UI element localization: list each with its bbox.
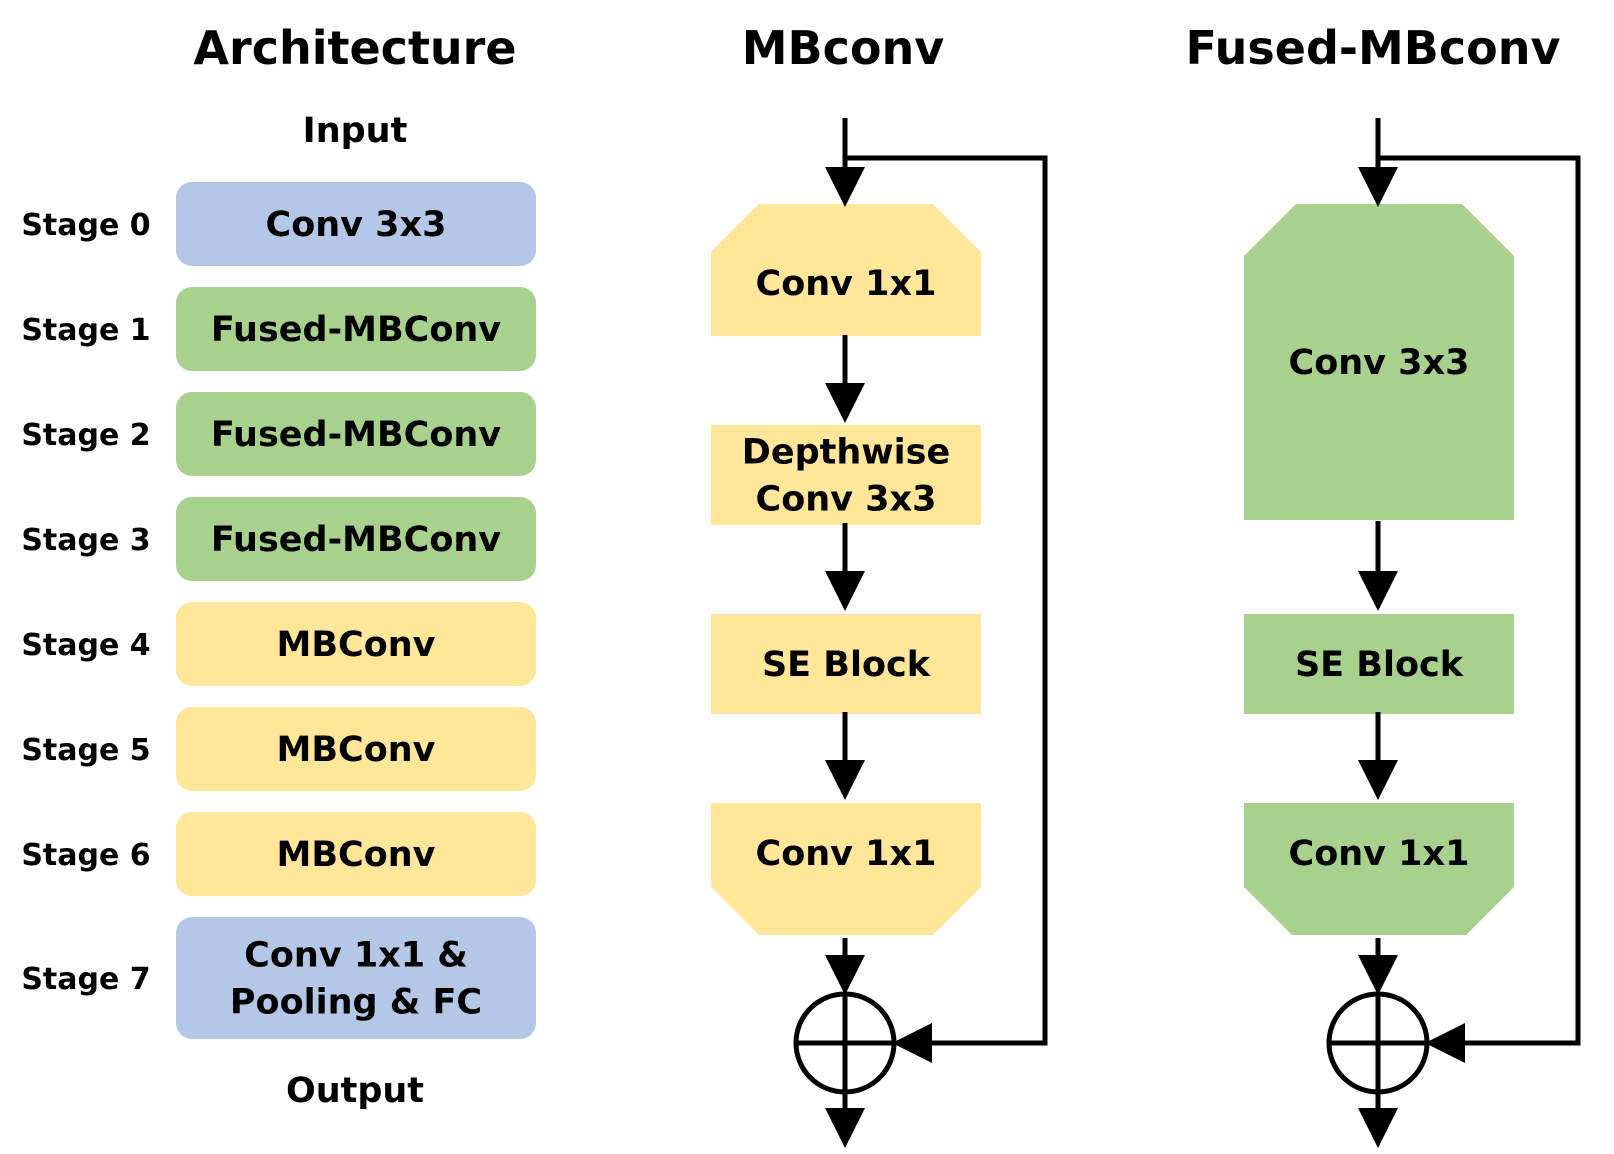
mbconv-connectors [793, 118, 1048, 1148]
stage-label: Stage 1 [21, 313, 150, 348]
fused-mbconv-block-text: SE Block [1295, 645, 1464, 685]
stage-block-text: MBConv [277, 835, 436, 875]
fused-mbconv-block-shape [1244, 614, 1514, 714]
stage-block-text: Conv 1x1 & [244, 936, 468, 976]
mbconv-block-shape [711, 803, 981, 935]
stage-row: Stage 1 Fused-MBConv [21, 287, 536, 371]
mbconv-skip-connection [845, 155, 1048, 1063]
stage-label: Stage 2 [21, 418, 150, 453]
mbconv-block: Conv 1x1 [711, 204, 981, 336]
fused-mbconv-block-text: Conv 1x1 [1289, 834, 1470, 874]
fused-skip-connection [1378, 155, 1581, 1063]
stage-row: Stage 6 MBConv [21, 812, 536, 896]
fused-mbconv-block: Conv 1x1 [1244, 803, 1514, 935]
stage-row: Stage 5 MBConv [21, 707, 536, 791]
stage-row: Stage 4 MBConv [21, 602, 536, 686]
mbconv-block-shape [711, 204, 981, 336]
mbconv-block-shape [711, 614, 981, 714]
mbconv-block-text: Conv 1x1 [756, 264, 937, 304]
stage-block-text: Fused-MBConv [211, 520, 501, 560]
stage-block [176, 287, 536, 371]
stage-row: Stage 7 Conv 1x1 & Pooling & FC [21, 917, 536, 1039]
fused-mbconv-title: Fused-MBconv [1186, 21, 1561, 75]
mbconv-block-text: SE Block [762, 645, 931, 685]
stage-block [176, 497, 536, 581]
stage-label: Stage 7 [21, 962, 150, 997]
stage-block-text: Fused-MBConv [211, 415, 501, 455]
stage-block [176, 602, 536, 686]
mbconv-block: SE Block [711, 614, 981, 714]
mbconv-block-text: Conv 1x1 [756, 834, 937, 874]
fused-mbconv-connectors [1326, 118, 1581, 1148]
stage-block-text: MBConv [277, 730, 436, 770]
stage-block-text: Pooling & FC [230, 983, 482, 1023]
fused-mbconv-block-shape [1244, 204, 1514, 520]
stage-block [176, 812, 536, 896]
fused-mbconv-block: Conv 3x3 [1244, 204, 1514, 520]
mbconv-block: Conv 1x1 [711, 803, 981, 935]
stage-block [176, 392, 536, 476]
stage-row: Stage 0 Conv 3x3 [21, 182, 536, 266]
stage-label: Stage 5 [21, 733, 150, 768]
stage-label: Stage 0 [21, 208, 150, 243]
stage-block-text: MBConv [277, 625, 436, 665]
stage-block-text: Fused-MBConv [211, 310, 501, 350]
stage-label: Stage 6 [21, 838, 150, 873]
input-label: Input [303, 111, 408, 151]
stage-block [176, 182, 536, 266]
mbconv-block-shape [711, 425, 981, 525]
stage-label: Stage 3 [21, 523, 150, 558]
fused-mbconv-block: SE Block [1244, 614, 1514, 714]
fused-mbconv-block-shape [1244, 803, 1514, 935]
mbconv-title: MBconv [742, 21, 944, 75]
stage-row: Stage 2 Fused-MBConv [21, 392, 536, 476]
output-label: Output [286, 1071, 424, 1111]
stage-block-text: Conv 3x3 [266, 205, 447, 245]
mbconv-block-text: Conv 3x3 [756, 480, 937, 520]
stage-block [176, 707, 536, 791]
mbconv-block-text: Depthwise [742, 433, 950, 473]
stage-label: Stage 4 [21, 628, 150, 663]
fused-mbconv-block-text: Conv 3x3 [1289, 343, 1470, 383]
fused-add-icon [1326, 991, 1430, 1095]
architecture-title: Architecture [193, 21, 516, 75]
stage-block [176, 917, 536, 1039]
stage-row: Stage 3 Fused-MBConv [21, 497, 536, 581]
mbconv-add-icon [793, 991, 897, 1095]
